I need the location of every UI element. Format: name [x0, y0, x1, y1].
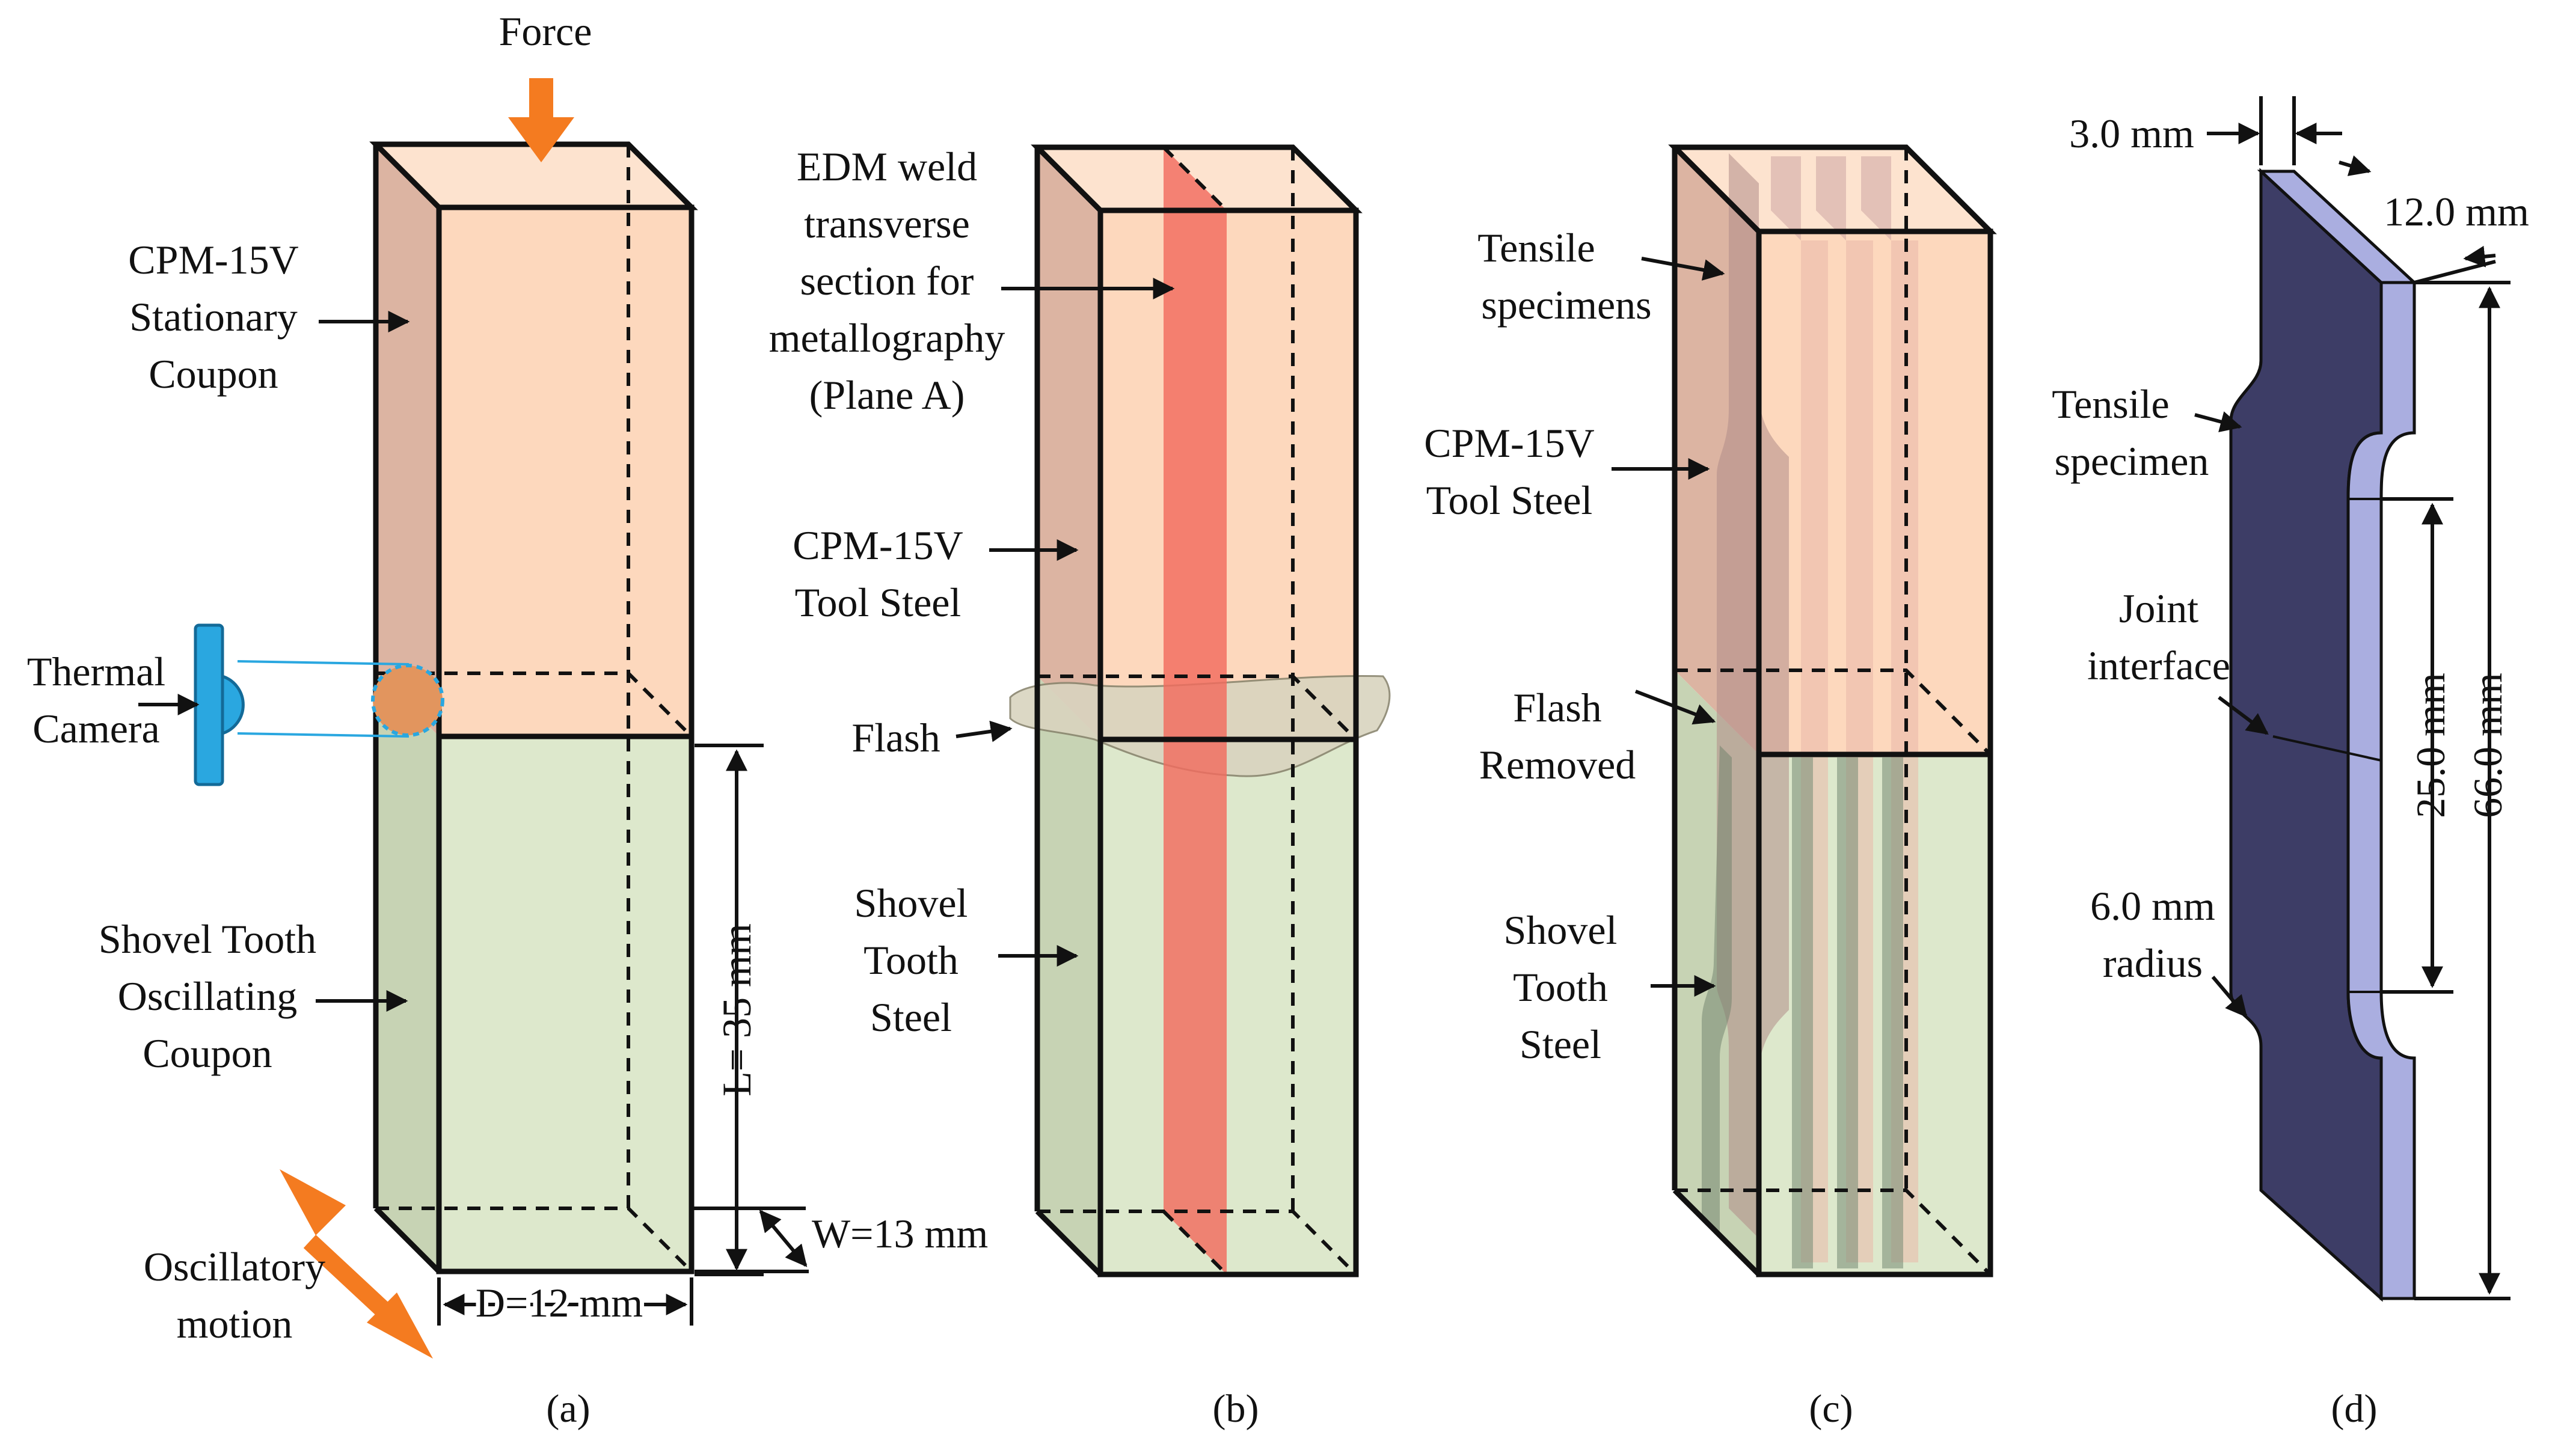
c-flash-label-line2: Removed	[1479, 742, 1636, 788]
c-tensile-label-line2: specimens	[1481, 282, 1651, 328]
flash-label: Flash	[851, 715, 940, 760]
caption-a: (a)	[546, 1387, 590, 1431]
edm-label-line5: (Plane A)	[809, 372, 965, 418]
c-flash-label-line1: Flash	[1513, 685, 1601, 730]
edm-label-line2: transverse	[804, 201, 970, 246]
c-shovel-label-line2: Tooth	[1513, 964, 1608, 1010]
shovel-label-line1: Shovel	[854, 880, 968, 926]
depth-label: D=12 mm	[476, 1280, 643, 1326]
d-tensile-label-line2: specimen	[2055, 438, 2209, 484]
panel-d: 3.0 mm 12.0 mm Tensile specimen Joint in…	[2052, 96, 2529, 1431]
d-tensile-pointer	[2194, 411, 2242, 433]
shovel-steel-front-face	[1100, 739, 1356, 1274]
caption-b: (b)	[1213, 1387, 1259, 1431]
c-tensile-label-line1: Tensile	[1477, 225, 1595, 271]
shovel-label-line3: Steel	[870, 994, 952, 1040]
panel-b: EDM weld transverse section for metallog…	[769, 144, 1391, 1431]
radius-pointer	[2211, 976, 2248, 1018]
flash-pointer	[955, 720, 1013, 742]
width-arrow-2	[2463, 245, 2496, 268]
camera-view-line	[237, 660, 409, 665]
panel-a: Force CPM-15V Stationary Coupon Thermal …	[27, 8, 989, 1431]
width-label: W=13 mm	[812, 1211, 988, 1256]
c-tensile-pointer	[1641, 257, 1725, 281]
stationary-coupon-side-face	[376, 144, 439, 736]
c-shovel-label-line3: Steel	[1520, 1021, 1601, 1067]
edm-label-line3: section for	[800, 258, 974, 304]
radius-label-line1: 6.0 mm	[2090, 883, 2215, 929]
oscillating-label-line2: Oscillating	[118, 973, 297, 1019]
shovel-label-line2: Tooth	[863, 937, 959, 983]
caption-d: (d)	[2331, 1387, 2378, 1431]
c-steel-label-line2: Tool Steel	[1426, 477, 1593, 523]
edm-label-line4: metallography	[769, 315, 1005, 361]
joint-label-line2: interface	[2087, 643, 2230, 688]
tool-steel-front-face	[1100, 210, 1356, 739]
oscillating-coupon-front-face	[439, 736, 692, 1271]
joint-line	[2272, 735, 2382, 762]
width-label-d: 12.0 mm	[2384, 189, 2529, 234]
weld-hotspot	[371, 664, 444, 737]
thermal-camera-icon	[194, 623, 245, 786]
force-arrow-icon	[508, 78, 574, 162]
edm-transverse-plane	[1164, 147, 1227, 1274]
stationary-label-line3: Coupon	[149, 351, 278, 397]
oscillating-coupon-side-face	[376, 673, 439, 1271]
camera-view-line	[237, 732, 409, 738]
joint-pointer	[2218, 696, 2269, 735]
c-steel-label-line1: CPM-15V	[1424, 420, 1594, 466]
joint-label-line1: Joint	[2119, 586, 2198, 631]
oscillatory-motion-arrow-icon	[280, 1169, 433, 1359]
width-dimension	[759, 1210, 808, 1267]
tool-steel-label-line2: Tool Steel	[795, 580, 962, 625]
length-label: L= 35 mm	[714, 923, 759, 1097]
tool-steel-side-face	[1037, 147, 1100, 739]
motion-label-line1: Oscillatory	[144, 1244, 325, 1289]
force-label: Force	[499, 8, 592, 54]
overall-label: 66.0 mm	[2465, 673, 2511, 818]
thermal-label-line2: Camera	[32, 706, 159, 751]
shovel-steel-side-face	[1037, 676, 1100, 1274]
motion-label-line2: motion	[177, 1301, 293, 1347]
tool-steel-label-line1: CPM-15V	[793, 522, 963, 568]
thermal-label-line1: Thermal	[27, 649, 165, 694]
thickness-label: 3.0 mm	[2069, 111, 2194, 156]
gauge-label: 25.0 mm	[2408, 673, 2453, 818]
panel-c: Tensile specimens CPM-15V Tool Steel Fla…	[1424, 144, 1997, 1431]
stationary-label-line2: Stationary	[129, 294, 298, 340]
oscillating-label-line3: Coupon	[143, 1030, 272, 1076]
c-shovel-label-line1: Shovel	[1504, 907, 1618, 953]
oscillating-label-line1: Shovel Tooth	[99, 916, 316, 962]
width-arrow	[2339, 155, 2372, 176]
d-tensile-label-line1: Tensile	[2052, 381, 2169, 427]
caption-c: (c)	[1809, 1387, 1853, 1431]
radius-label-line2: radius	[2103, 940, 2203, 986]
c-flash-pointer	[1634, 690, 1716, 725]
stationary-coupon-front-face	[439, 207, 692, 736]
c-tool-steel-front-face	[1759, 231, 1990, 754]
stationary-coupon-top-face	[376, 144, 692, 207]
edm-label-line1: EDM weld	[797, 144, 977, 189]
stationary-label-line1: CPM-15V	[128, 237, 298, 283]
